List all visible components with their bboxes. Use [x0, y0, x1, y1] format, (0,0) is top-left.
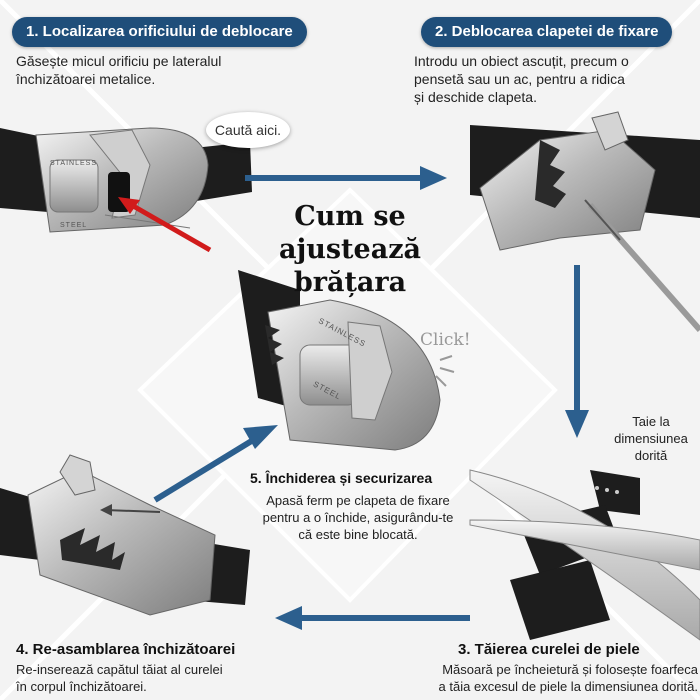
step2-title: 2. Deblocarea clapetei de fixare: [421, 17, 673, 47]
step4-illustration: [0, 454, 250, 616]
click-label: Click!: [420, 330, 471, 350]
main-title: Cum se ajustează brățara: [278, 201, 422, 298]
step3-callout: Taie la dimensiunea dorită: [614, 414, 688, 463]
click-lines: [435, 355, 455, 387]
step1-description: Găsește micul orificiu pe lateralul înch…: [16, 53, 222, 87]
step1-callout: Caută aici.: [206, 112, 290, 148]
red-pointer-arrow: [118, 197, 212, 253]
step3-title: 3. Tăierea curelei de piele: [458, 641, 640, 658]
step1-title: 1. Localizarea orificiului de deblocare: [12, 17, 307, 47]
center-illustration: [238, 270, 441, 451]
step2-description: Introdu un obiect ascuțit, precum o pens…: [414, 53, 629, 105]
step4-description: Re-inserează capătul tăiat al curelei în…: [16, 662, 223, 694]
step5-title: 5. Închiderea și securizarea: [250, 470, 433, 486]
step1-engraving-bottom: STEEL: [60, 222, 88, 229]
step1-illustration: [0, 127, 252, 233]
flow-arrows: [153, 166, 589, 630]
step1-engraving-top: STAINLESS: [50, 160, 97, 167]
step2-illustration: [470, 111, 700, 332]
step5-description: Apasă ferm pe clapeta de fixare pentru a…: [262, 493, 454, 542]
step3-description: Măsoară pe încheietură și folosește foar…: [438, 662, 698, 694]
step4-title: 4. Re-asamblarea închizătoarei: [16, 641, 236, 658]
step3-illustration: [469, 469, 700, 641]
